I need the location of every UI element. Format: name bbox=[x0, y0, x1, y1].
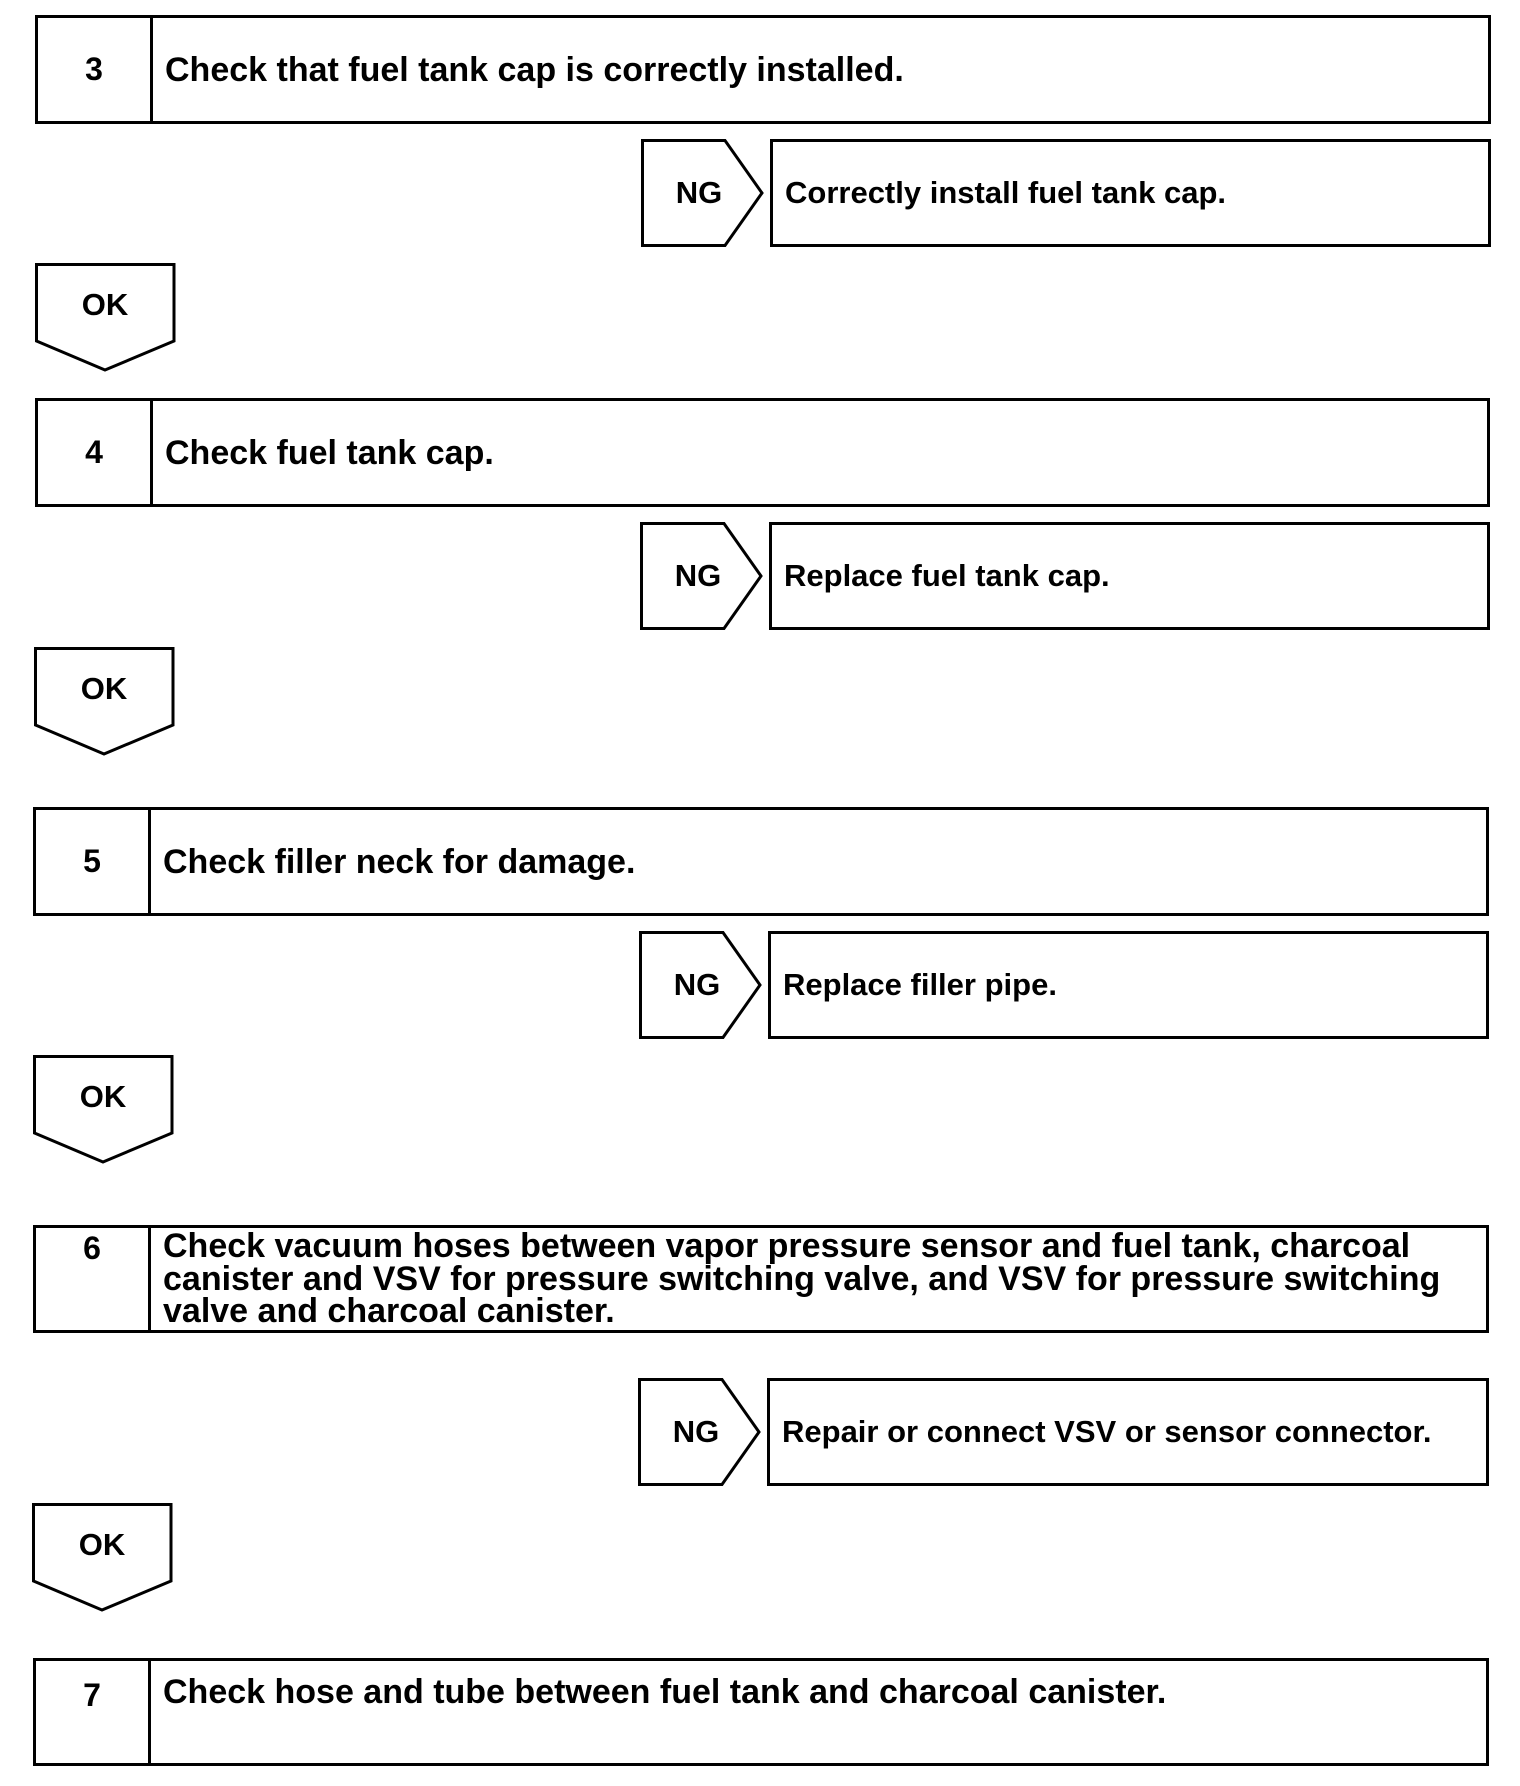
action-box: Correctly install fuel tank cap. bbox=[770, 139, 1491, 247]
step-3-box: 3 Check that fuel tank cap is correctly … bbox=[35, 15, 1491, 124]
step-number: 6 bbox=[36, 1228, 151, 1330]
step-5-box: 5 Check filler neck for damage. bbox=[33, 807, 1489, 916]
ng-arrow: NG bbox=[639, 931, 767, 1039]
ng-arrow-shape bbox=[638, 1378, 761, 1486]
ng-arrow: NG bbox=[638, 1378, 766, 1486]
ng-arrow: NG bbox=[640, 522, 768, 630]
step-4-box: 4 Check fuel tank cap. bbox=[35, 398, 1490, 507]
ok-arrow-shape bbox=[33, 1055, 174, 1164]
ng-label: NG bbox=[674, 558, 722, 593]
ng-arrow-shape bbox=[640, 522, 763, 630]
ng-label: NG bbox=[675, 175, 723, 210]
action-box: Repair or connect VSV or sensor connecto… bbox=[767, 1378, 1489, 1486]
ok-arrow: OK bbox=[32, 1503, 174, 1613]
ok-label: OK bbox=[79, 1079, 127, 1114]
step-text: Check vacuum hoses between vapor pressur… bbox=[163, 1227, 1441, 1331]
step-number: 5 bbox=[36, 810, 151, 913]
ng-label: NG bbox=[673, 967, 721, 1002]
step-6-box: 6 Check vacuum hoses between vapor press… bbox=[33, 1225, 1489, 1333]
step-text: Check fuel tank cap. bbox=[165, 433, 494, 472]
ng-arrow-shape bbox=[641, 139, 764, 247]
step-text: Check hose and tube between fuel tank an… bbox=[163, 1673, 1167, 1711]
ok-arrow: OK bbox=[33, 1055, 175, 1165]
ok-arrow-shape bbox=[32, 1503, 173, 1612]
ok-arrow: OK bbox=[35, 263, 177, 373]
action-box: Replace fuel tank cap. bbox=[769, 522, 1490, 630]
ng-arrow: NG bbox=[641, 139, 769, 247]
step-text: Check filler neck for damage. bbox=[163, 842, 636, 881]
step-number: 3 bbox=[38, 18, 153, 121]
ok-arrow-shape bbox=[35, 263, 176, 372]
ok-label: OK bbox=[80, 671, 128, 706]
ok-arrow-shape bbox=[34, 647, 175, 756]
step-7-box: 7 Check hose and tube between fuel tank … bbox=[33, 1658, 1489, 1766]
ng-label: NG bbox=[672, 1414, 720, 1449]
ng-arrow-shape bbox=[639, 931, 762, 1039]
step-number: 7 bbox=[36, 1661, 151, 1763]
action-box: Replace filler pipe. bbox=[768, 931, 1489, 1039]
step-number: 4 bbox=[38, 401, 153, 504]
ok-label: OK bbox=[81, 287, 129, 322]
ok-label: OK bbox=[78, 1527, 126, 1562]
ok-arrow: OK bbox=[34, 647, 176, 757]
step-text: Check that fuel tank cap is correctly in… bbox=[165, 50, 904, 89]
